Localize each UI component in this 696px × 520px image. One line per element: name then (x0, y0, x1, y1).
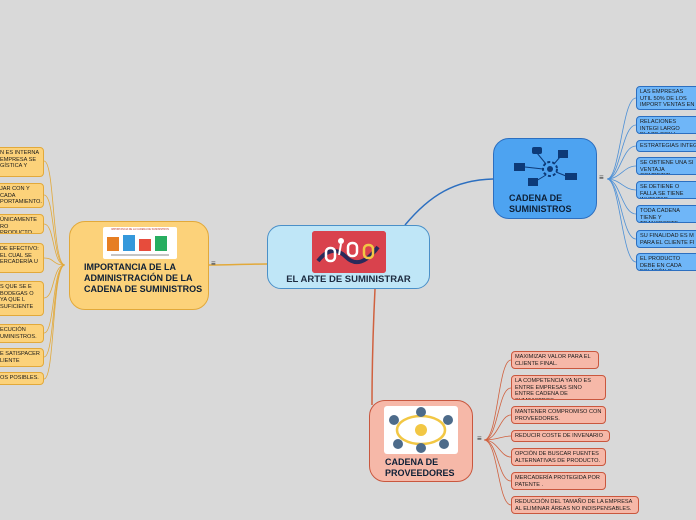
supply-leaf-6[interactable]: TODA CADENA TIENE Y TRANSPORTE (636, 205, 696, 223)
providers-leaf-4[interactable]: REDUCIR COSTE DE INVENARIO (511, 430, 610, 442)
central-topic[interactable]: EL ARTE DE SUMINISTRAR (267, 225, 430, 289)
supply-leaf-1[interactable]: LAS EMPRESAS UTIL 50% DE LOS IMPORT VENT… (636, 86, 696, 110)
supply-leaf-3[interactable]: ESTRATEGIAS INTEG (636, 140, 696, 152)
topic-supply-chain-label: CADENA DE SUMINISTROS (509, 193, 589, 215)
supply-leaf-2[interactable]: RELACIONES INTEGI LARGO PLAZO CON I (636, 116, 696, 134)
providers-leaf-5[interactable]: OPCIÓN DE BUSCAR FUENTES ALTERNATIVAS DE… (511, 448, 606, 466)
providers-leaf-7[interactable]: REDUCCIÓN DEL TAMAÑO DE LA EMPRESA AL EL… (511, 496, 639, 514)
importance-leaf-6[interactable]: ECUCIÓN UMINISTROS. (0, 324, 44, 343)
importance-leaf-5[interactable]: S QUE SE E BODEGAS O YA QUE L SUFICIENTE (0, 281, 44, 316)
importance-leaf-links (44, 161, 65, 379)
providers-collapse-icon[interactable]: ≡ (477, 434, 482, 443)
importance-illustration: IMPORTANCIA DE LA CADENA DE SUMINISTROS (103, 227, 177, 259)
link-central-importance (209, 264, 267, 265)
providers-leaf-6[interactable]: MERCADERÍA PROTEGIDA POR PATENTE . (511, 472, 606, 490)
link-central-supply (405, 179, 493, 225)
topic-importance[interactable]: IMPORTANCIA DE LA CADENA DE SUMINISTROS … (69, 221, 209, 310)
topic-providers-chain[interactable]: CADENA DE PROVEEDORES (369, 400, 473, 482)
supply-leaf-8[interactable]: EL PRODUCTO DEBE EN CADA ESLABÓN D (636, 253, 696, 271)
supply-leaf-7[interactable]: SU FINALIDAD ES M PARA EL CLIENTE FI (636, 230, 696, 248)
supply-leaf-5[interactable]: SE DETIENE O FALLA SE TIENE INVENTAR (636, 181, 696, 199)
importance-leaf-4[interactable]: DE EFECTIVO: EL CUAL SE ERCADERÍA U (0, 243, 44, 273)
central-topic-title: EL ARTE DE SUMINISTRAR (268, 274, 429, 285)
importance-leaf-2[interactable]: JAR CON Y CADA PORTAMIENTO. (0, 183, 44, 208)
chain-illustration (312, 231, 386, 273)
supply-chain-illustration (510, 145, 580, 189)
providers-chain-illustration (384, 406, 458, 454)
topic-providers-chain-label: CADENA DE PROVEEDORES (385, 457, 470, 479)
importance-leaf-7[interactable]: E SATISPACER LIENTE (0, 348, 44, 367)
providers-leaf-3[interactable]: MANTENER COMPROMISO CON PROVEEDORES. (511, 406, 606, 424)
supply-collapse-icon[interactable]: ≡ (599, 173, 604, 182)
providers-leaf-links (484, 360, 511, 505)
importance-leaf-1[interactable]: N ES INTERNA EMPRESA SE GÍSTICA Y (0, 147, 44, 177)
supply-leaf-4[interactable]: SE OBTIENE UNA SI VENTAJA COMPETITI (636, 157, 696, 175)
providers-leaf-2[interactable]: LA COMPETENCIA YA NO ES ENTRE EMPRESAS S… (511, 375, 606, 400)
importance-leaf-8[interactable]: OS POSIBLES. (0, 372, 44, 385)
topic-importance-label: IMPORTANCIA DE LA ADMINISTRACIÓN DE LA C… (84, 262, 204, 295)
providers-leaf-1[interactable]: MAXIMIZAR VALOR PARA EL CLIENTE FINAL. (511, 351, 599, 369)
link-central-providers (372, 289, 375, 405)
importance-leaf-3[interactable]: ÚNICAMENTE RO PRODUCTO (0, 214, 44, 234)
importance-collapse-icon[interactable]: ≡ (211, 259, 216, 268)
supply-leaf-links (607, 98, 636, 262)
topic-supply-chain[interactable]: CADENA DE SUMINISTROS (493, 138, 597, 219)
